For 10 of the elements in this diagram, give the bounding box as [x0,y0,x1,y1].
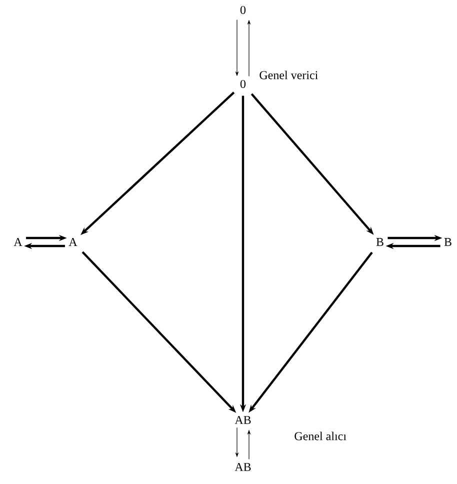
node-label: 0 [240,80,246,88]
node-label: B [444,238,452,246]
node-label: AB [234,416,251,424]
text-label: Genel alıcı [294,432,346,440]
node-label: B [376,238,384,246]
text-label: Genel verici [260,70,318,80]
node-label: A [68,238,78,246]
node-label: 0 [240,6,246,14]
node-label: A [14,238,22,246]
node-label: AB [234,463,251,471]
